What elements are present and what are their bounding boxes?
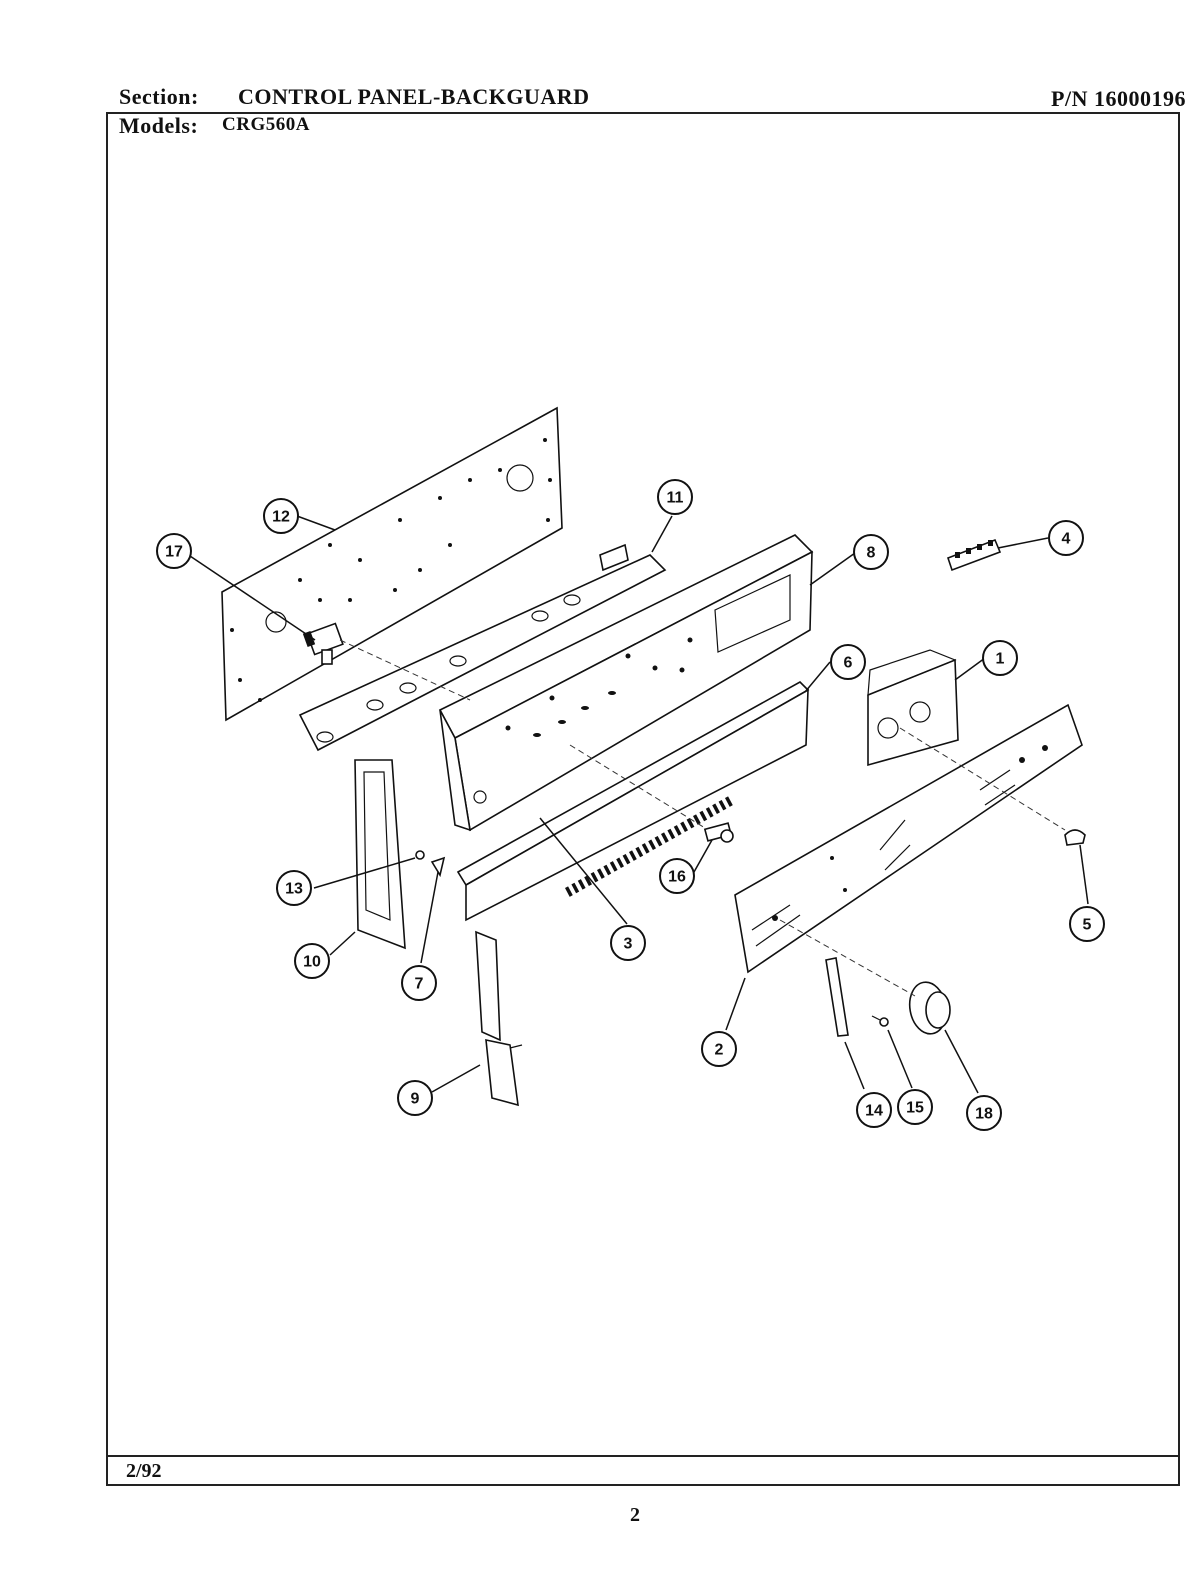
callout-label: 6 [844, 655, 853, 672]
vent-slot [667, 828, 676, 840]
part-4-terminal-block [946, 538, 1002, 572]
vent-slot [609, 861, 618, 872]
callout-1: 1 [982, 640, 1018, 676]
vent-slot [577, 879, 586, 890]
part-18-large-knob [908, 981, 951, 1035]
part-9-mount-bracket [475, 930, 523, 1107]
part-15-screw [871, 1015, 889, 1027]
leader-lines [189, 515, 1089, 1094]
vent-slot [705, 807, 714, 818]
callout-label: 13 [285, 881, 303, 898]
callout-label: 10 [303, 954, 321, 971]
diagram-frame [106, 112, 1180, 1486]
part-8-backguard-housing [438, 534, 814, 832]
callout-label: 15 [906, 1100, 924, 1117]
callout-2: 2 [701, 1031, 737, 1067]
part-number: P/N 16000196 [1051, 86, 1186, 111]
callout-label: 11 [667, 490, 684, 507]
part-5-knob [1064, 829, 1086, 846]
callout-label: 1 [996, 651, 1005, 668]
vent-slot [565, 886, 573, 897]
vent-slot [635, 846, 644, 858]
callout-3: 3 [610, 925, 646, 961]
callout-label: 16 [668, 869, 686, 886]
callout-label: 17 [165, 544, 183, 561]
revision-date: 2/92 [126, 1460, 162, 1482]
vent-slot [673, 825, 682, 836]
callout-10: 10 [294, 943, 330, 979]
part-10-side-trim [354, 759, 406, 950]
callout-11: 11 [657, 479, 693, 515]
vent-slot [616, 857, 624, 869]
page-number: 2 [630, 1504, 640, 1526]
part-7-knob-insert [430, 856, 446, 878]
part-16-indicator-light [703, 822, 734, 843]
callout-13: 13 [276, 870, 312, 906]
callout-15: 15 [897, 1089, 933, 1125]
callout-label: 12 [272, 509, 290, 526]
callout-14: 14 [856, 1092, 892, 1128]
models-value: CRG560A [222, 114, 310, 135]
callout-label: 9 [411, 1091, 420, 1108]
alignment-lines [339, 639, 1066, 997]
section-label: Section: [119, 84, 199, 109]
vent-slot [641, 843, 650, 854]
callout-5: 5 [1069, 906, 1105, 942]
part-17-switch [302, 622, 344, 665]
callout-17: 17 [156, 533, 192, 569]
vent-slot [571, 882, 580, 894]
section-title: CONTROL PANEL-BACKGUARD [238, 84, 590, 109]
callout-4: 4 [1048, 520, 1084, 556]
callout-18: 18 [966, 1095, 1002, 1131]
callout-16: 16 [659, 858, 695, 894]
vent-slot [718, 799, 727, 811]
callout-label: 18 [975, 1106, 993, 1123]
callout-7: 7 [401, 965, 437, 1001]
callout-label: 2 [715, 1042, 724, 1059]
vent-slot [590, 871, 599, 883]
callout-label: 4 [1062, 531, 1071, 548]
vent-slot [654, 835, 663, 847]
vent-slot [699, 810, 708, 822]
vent-slot [648, 839, 656, 851]
callout-label: 3 [624, 936, 633, 953]
models-label: Models: [119, 113, 199, 138]
part-1-timer-clock [867, 649, 959, 767]
callout-9: 9 [397, 1080, 433, 1116]
footer-divider [106, 1455, 1180, 1457]
vent-slot [680, 821, 688, 833]
vent-slot [584, 875, 592, 887]
vent-slot [712, 803, 720, 815]
callout-label: 7 [415, 976, 424, 993]
part-2-control-panel-glass [734, 703, 1083, 974]
vent-slot [629, 850, 637, 861]
vent-slot [686, 817, 695, 829]
callout-label: 8 [867, 545, 876, 562]
part-14-trim-strip [825, 957, 849, 1037]
vent-slot [603, 864, 612, 876]
callout-label: 5 [1083, 917, 1092, 934]
vent-slot [597, 868, 605, 879]
vent-slot [660, 832, 669, 843]
vent-slot [622, 853, 631, 865]
vent-slot [725, 796, 733, 807]
vent-slot [693, 814, 701, 825]
callout-8: 8 [853, 534, 889, 570]
part-13-screw [415, 850, 425, 860]
part-11-bracket [298, 543, 667, 752]
callout-label: 14 [865, 1103, 883, 1120]
callout-6: 6 [830, 644, 866, 680]
callout-12: 12 [263, 498, 299, 534]
